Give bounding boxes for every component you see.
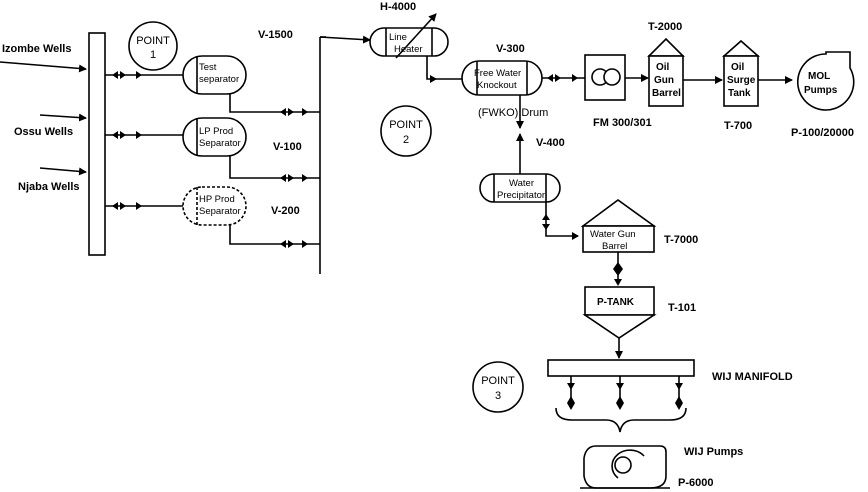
test-outlet-line: [229, 94, 320, 113]
ossu-wells-label: Ossu Wells: [14, 126, 73, 138]
oil-surge-tank-line2: Surge: [727, 75, 756, 86]
oil-gun-barrel-line3: Barrel: [652, 88, 681, 99]
mol-pumps-line2: Pumps: [804, 85, 838, 96]
line-heater-vessel: [369, 27, 449, 57]
oil-gun-barrel-line1: Oil: [656, 62, 670, 73]
precipitator-outlet-valve: [542, 214, 550, 230]
wgb-to-ptank-arrow: [614, 279, 622, 286]
p-tank-cone: [582, 314, 657, 339]
wgb-outlet-valve: [613, 262, 623, 276]
point-3-line1: POINT: [481, 375, 515, 387]
line-heater-line2: Heater: [394, 44, 423, 55]
lp-separator-line2: Separator: [199, 138, 241, 149]
water-precipitator-line2: Precipitator: [497, 190, 545, 201]
water-gun-barrel-roof: [580, 199, 657, 227]
p100-tag: P-100/20000: [791, 127, 854, 139]
point-3-marker: [472, 361, 524, 413]
heater-to-fwko-line: [426, 56, 462, 80]
wij-pumps-tag: WIJ Pumps: [684, 446, 743, 458]
oil-surge-tank-roof: [721, 39, 761, 57]
line-heater-line1: Line: [389, 32, 407, 43]
water-precipitator-line1: Water: [509, 178, 534, 189]
oil-surge-tank-line3: Tank: [728, 88, 751, 99]
fwko-line1: Free Water: [474, 68, 521, 79]
mol-pump-casing: [796, 51, 855, 111]
lp-outlet-line: [229, 156, 320, 179]
point-2-line1: POINT: [389, 119, 423, 131]
hp-separator-line2: Separator: [199, 206, 241, 217]
lp-feed-valves: [112, 131, 142, 139]
header-to-heater-line: [319, 35, 371, 44]
v400-tag: V-400: [536, 137, 565, 149]
point-2-marker: [380, 105, 432, 157]
precipitator-to-wgb-line: [545, 202, 578, 237]
wij-pump-impeller: [614, 456, 632, 474]
hp-separator-vessel: [182, 186, 247, 226]
t700-tag: T-700: [724, 120, 752, 132]
test-outlet-valves: [280, 108, 308, 116]
t101-tag: T-101: [668, 302, 696, 314]
test-separator-line1: Test: [199, 62, 217, 73]
v1500-tag: V-1500: [258, 29, 293, 41]
hp-separator-line1: HP Prod: [199, 194, 235, 205]
oil-surge-tank-shell: [723, 55, 759, 107]
mol-pumps-line1: MOL: [808, 71, 830, 82]
point-2-line2: 2: [403, 134, 409, 146]
manifold-leg-1-valves: [567, 383, 575, 410]
t7000-tag: T-7000: [664, 234, 698, 246]
p-tank-label: P-TANK: [597, 297, 635, 308]
lp-outlet-valves: [280, 174, 308, 182]
njaba-inlet-arrow: [39, 167, 87, 176]
oil-gun-barrel-roof: [647, 37, 685, 57]
p6000-tag: P-6000: [678, 477, 713, 489]
heater-diagonal-arrow: [395, 13, 437, 59]
test-separator-vessel: [182, 55, 247, 95]
oil-gun-barrel-line2: Gun: [654, 75, 674, 86]
manifold-leg-3-valves: [675, 383, 683, 410]
point-1-line2: 1: [150, 49, 156, 61]
ossu-inlet-arrow: [39, 113, 87, 122]
point-1-marker: [128, 21, 178, 71]
wij-manifold-bar: [547, 359, 695, 377]
manifold-leg-2-valves: [616, 383, 624, 410]
water-precipitator-vessel: [479, 173, 561, 203]
hp-outlet-valves: [280, 240, 308, 248]
inlet-manifold: [88, 32, 106, 256]
precipitator-to-wgb-arrow: [572, 232, 579, 240]
fwko-line2: Knockout: [477, 80, 517, 91]
hp-outlet-line: [229, 225, 320, 245]
v200-tag: V-200: [271, 205, 300, 217]
t2000-tag: T-2000: [648, 21, 682, 33]
fwko-drum-tag: (FWKO) Drum: [478, 107, 548, 119]
point-3-line2: 3: [495, 390, 501, 402]
lp-separator-vessel: [182, 117, 247, 157]
lp-separator-line1: LP Prod: [199, 126, 233, 137]
v300-tag: V-300: [496, 43, 525, 55]
water-gun-barrel-line2: Barrel: [602, 241, 627, 252]
oil-gun-barrel-shell: [648, 55, 684, 107]
heater-to-fwko-arrow: [430, 75, 437, 83]
flow-meter-rotor-right: [603, 68, 621, 86]
oil-surge-tank-line1: Oil: [731, 62, 745, 73]
wij-manifold-tag: WIJ MANIFOLD: [712, 371, 793, 383]
njaba-wells-label: Njaba Wells: [18, 181, 80, 193]
h4000-tag: H-4000: [380, 1, 416, 13]
test-feed-valves: [112, 71, 142, 79]
izombe-wells-label: Izombe Wells: [2, 43, 71, 55]
water-gun-barrel-line1: Water Gun: [590, 229, 636, 240]
izombe-inlet-arrow: [0, 61, 87, 73]
hp-feed-valves: [112, 202, 142, 210]
fm-tag: FM 300/301: [593, 117, 652, 129]
wij-pumps-brace: [555, 407, 687, 433]
test-separator-line2: separator: [199, 74, 239, 85]
v100-tag: V-100: [273, 141, 302, 153]
point-1-line1: POINT: [136, 35, 170, 47]
p-tank-shell: [584, 286, 655, 316]
